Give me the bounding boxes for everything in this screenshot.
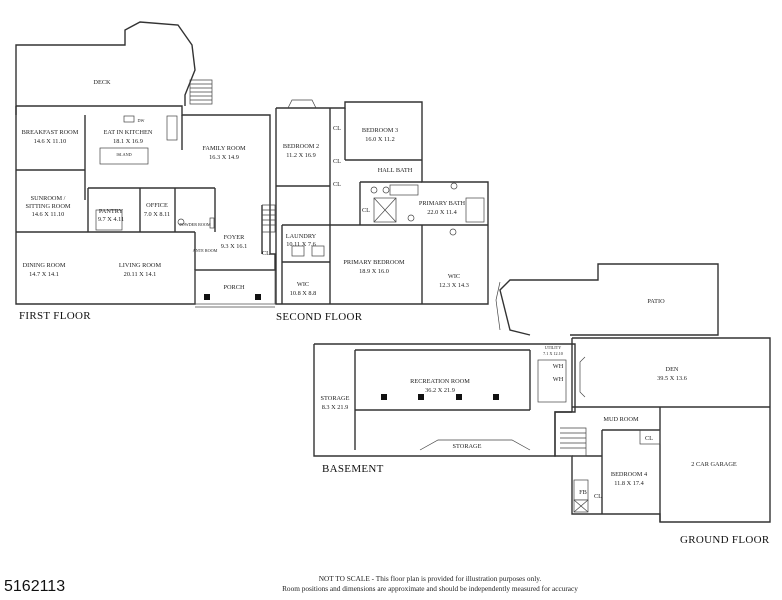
- bedroom-4-label: BEDROOM 4: [611, 471, 648, 478]
- water-heater-label-2: WH: [553, 376, 564, 383]
- hall-bath-label: HALL BATH: [378, 167, 413, 174]
- first-floor-exterior: [15, 105, 276, 305]
- living-room-label: LIVING ROOM: [119, 262, 162, 269]
- water-heater-label-1: WH: [553, 363, 564, 370]
- primary-bath-dim: 22.0 X 11.4: [427, 209, 457, 216]
- sunroom-label-1: SUNROOM /: [31, 195, 66, 202]
- foyer-closet-label: CL: [262, 250, 270, 257]
- primary-bath-label: PRIMARY BATH: [419, 200, 466, 207]
- ground-floor: PATIO DEN 39.5 X 13.6 MUD ROOM CL BEDROO…: [495, 263, 771, 546]
- closet-label-2: CL: [333, 158, 341, 165]
- deck-label: DECK: [93, 79, 111, 86]
- bedroom-4-dim: 11.8 X 17.4: [614, 480, 644, 487]
- kitchen-island: [99, 147, 149, 165]
- laundry-label: LAUNDRY: [286, 233, 317, 240]
- closet-label-1: CL: [333, 125, 341, 132]
- mud-closet-label: CL: [645, 435, 653, 442]
- utility-dim: 7.1 X 12.10: [543, 351, 563, 356]
- porch-outline: [194, 269, 276, 305]
- patio-outline: [499, 263, 719, 336]
- second-floor: BEDROOM 2 11.2 X 16.9 BEDROOM 3 16.0 X 1…: [275, 99, 489, 323]
- disclaimer-line-2: Room positions and dimensions are approx…: [282, 584, 578, 593]
- family-room-dim: 16.3 X 14.9: [209, 154, 239, 161]
- storage-2-label: STORAGE: [453, 443, 482, 450]
- recreation-room-label: RECREATION ROOM: [410, 378, 470, 385]
- closet-label-3: CL: [333, 181, 341, 188]
- foyer-dim: 9.3 X 16.1: [221, 243, 248, 250]
- office-dim: 7.0 X 8.11: [144, 211, 170, 218]
- bedroom-4-closet-label: CL: [594, 493, 602, 500]
- full-bath-label: FB: [579, 489, 587, 496]
- disclaimer-line-1: NOT TO SCALE - This floor plan is provid…: [318, 574, 542, 583]
- storage-1-dim: 8.3 X 21.9: [322, 404, 349, 411]
- ground-stairs: [560, 427, 587, 457]
- disclaimer: NOT TO SCALE - This floor plan is provid…: [180, 574, 680, 594]
- recreation-room-dim: 36.2 X 21.9: [425, 387, 455, 394]
- listing-id: 5162113: [4, 578, 66, 595]
- first-floor: DECK BREAKFAST ROOM 14.6 X 11.10 EAT IN …: [15, 21, 276, 322]
- bedroom-3-dim: 16.0 X 11.2: [365, 136, 395, 143]
- foyer-label: FOYER: [224, 234, 245, 241]
- laundry-dim: 10.11 X 7.6: [286, 241, 316, 248]
- bedroom-2-label: BEDROOM 2: [283, 143, 319, 150]
- sunroom-label-2: SITTING ROOM: [26, 203, 71, 210]
- second-floor-title: SECOND FLOOR: [276, 311, 363, 323]
- basement-exterior: [313, 343, 576, 457]
- foyer-stairs: [262, 204, 276, 233]
- hall-bath-tub: [389, 184, 419, 196]
- office-label: OFFICE: [146, 202, 168, 209]
- patio-label: PATIO: [647, 298, 665, 305]
- utility-label: UTILITY: [545, 345, 562, 350]
- island-label: ISLAND: [116, 152, 131, 157]
- breakfast-room-dim: 14.6 X 11.10: [34, 138, 67, 145]
- dishwasher-label: DW: [138, 118, 145, 123]
- deck-stairs: [189, 79, 213, 105]
- wic-2-dim: 12.3 X 14.3: [439, 282, 469, 289]
- primary-bedroom-dim: 18.9 X 16.0: [359, 268, 389, 275]
- bedroom-2-dim: 11.2 X 16.9: [286, 152, 316, 159]
- dining-room-label: DINING ROOM: [23, 262, 66, 269]
- den-dim: 39.5 X 13.6: [657, 375, 687, 382]
- bedroom-3-label: BEDROOM 3: [362, 127, 398, 134]
- wic-1-dim: 10.8 X 8.8: [290, 290, 317, 297]
- porch-label: PORCH: [224, 284, 245, 291]
- closet-label-4: CL: [362, 207, 370, 214]
- sunroom-dim: 14.6 X 11.10: [32, 211, 65, 218]
- kitchen-label: EAT IN KITCHEN: [104, 129, 153, 136]
- family-room-label: FAMILY ROOM: [202, 145, 246, 152]
- mud-room-label: MUD ROOM: [603, 416, 639, 423]
- first-floor-title: FIRST FLOOR: [19, 310, 91, 322]
- primary-bedroom-label: PRIMARY BEDROOM: [343, 259, 405, 266]
- basement: UTILITY 7.1 X 12.10 WH WH RECREATION ROO…: [313, 343, 576, 475]
- dining-room-dim: 14.7 X 14.1: [29, 271, 59, 278]
- kitchen-dim: 18.1 X 16.9: [113, 138, 143, 145]
- living-room-dim: 20.11 X 14.1: [124, 271, 157, 278]
- basement-title: BASEMENT: [322, 463, 384, 475]
- den-label: DEN: [666, 366, 679, 373]
- ground-floor-exterior: [554, 337, 771, 523]
- ground-floor-title: GROUND FLOOR: [680, 534, 770, 546]
- pantry-label: PANTRY: [99, 208, 124, 215]
- pantry-dim: 9.7 X 4.11: [98, 216, 124, 223]
- wic-2-label: WIC: [448, 273, 460, 280]
- storage-1-label: STORAGE: [321, 395, 350, 402]
- ante-room-label: ANTE ROOM: [193, 248, 218, 253]
- wic-1-label: WIC: [297, 281, 309, 288]
- deck-outline: [15, 21, 196, 115]
- powder-room-label: POWDER ROOM: [179, 222, 211, 227]
- breakfast-room-label: BREAKFAST ROOM: [22, 129, 79, 136]
- garage-label: 2 CAR GARAGE: [691, 461, 737, 468]
